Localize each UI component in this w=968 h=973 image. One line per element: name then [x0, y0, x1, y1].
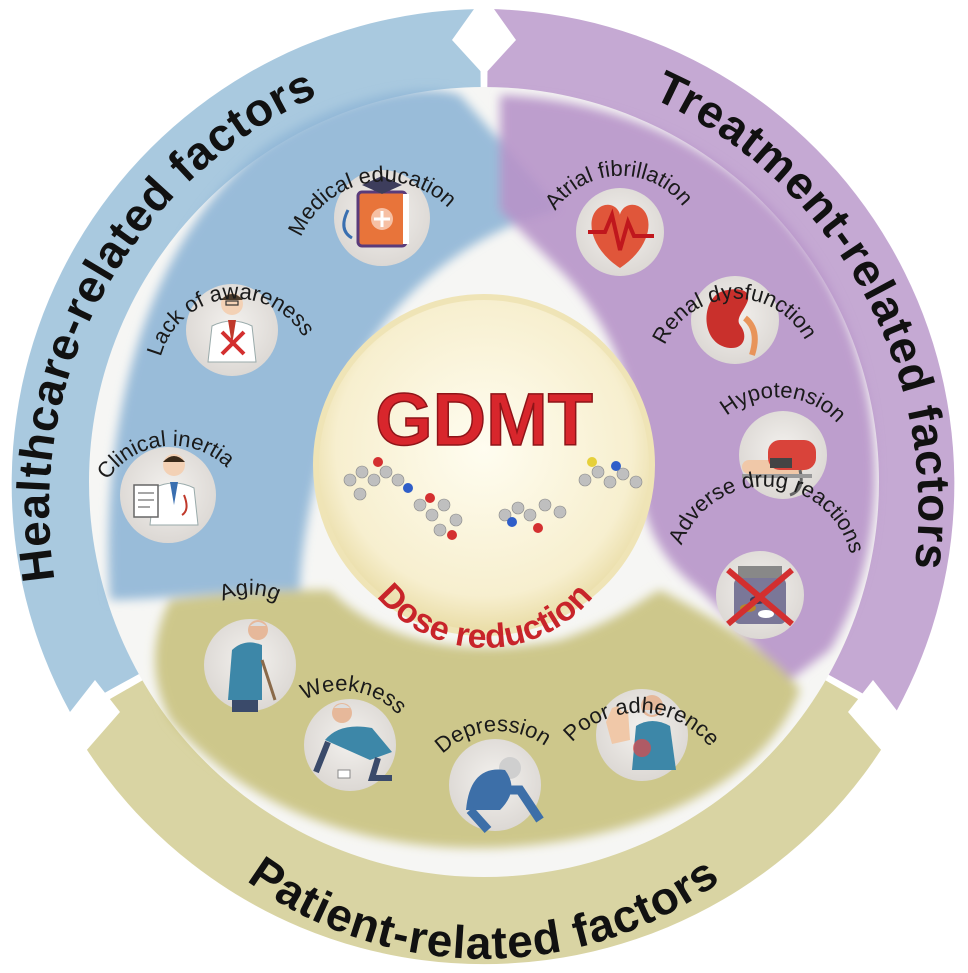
healthcare-inner-region [108, 90, 561, 601]
molecule-icon [343, 457, 643, 540]
separator-top-arrow [452, 0, 516, 75]
heart-ecg-icon [588, 204, 654, 268]
kidney-icon [706, 289, 758, 356]
patient-inner-region [155, 590, 800, 849]
weekness-item: Weekness [297, 671, 412, 791]
refusing-elder-icon [606, 695, 676, 770]
fallen-elder-icon [313, 703, 392, 781]
depressed-person-icon [466, 757, 544, 834]
medical-book-icon [342, 176, 409, 248]
center-title: GDMT [375, 378, 593, 461]
doctor-crossed-icon [207, 293, 257, 363]
doctor-clipboard-icon [133, 454, 199, 526]
separator-right-arrow [848, 680, 916, 760]
elderly-cane-icon [228, 620, 277, 712]
center-badge: GDMT Dose reduction [313, 294, 655, 656]
blood-pressure-cuff-icon [742, 440, 816, 497]
hypotension-item: Hypotension [715, 377, 851, 499]
aging-item: Aging [204, 575, 296, 712]
separator-left-arrow [52, 680, 120, 760]
pill-bottle-crossed-icon [726, 566, 794, 627]
